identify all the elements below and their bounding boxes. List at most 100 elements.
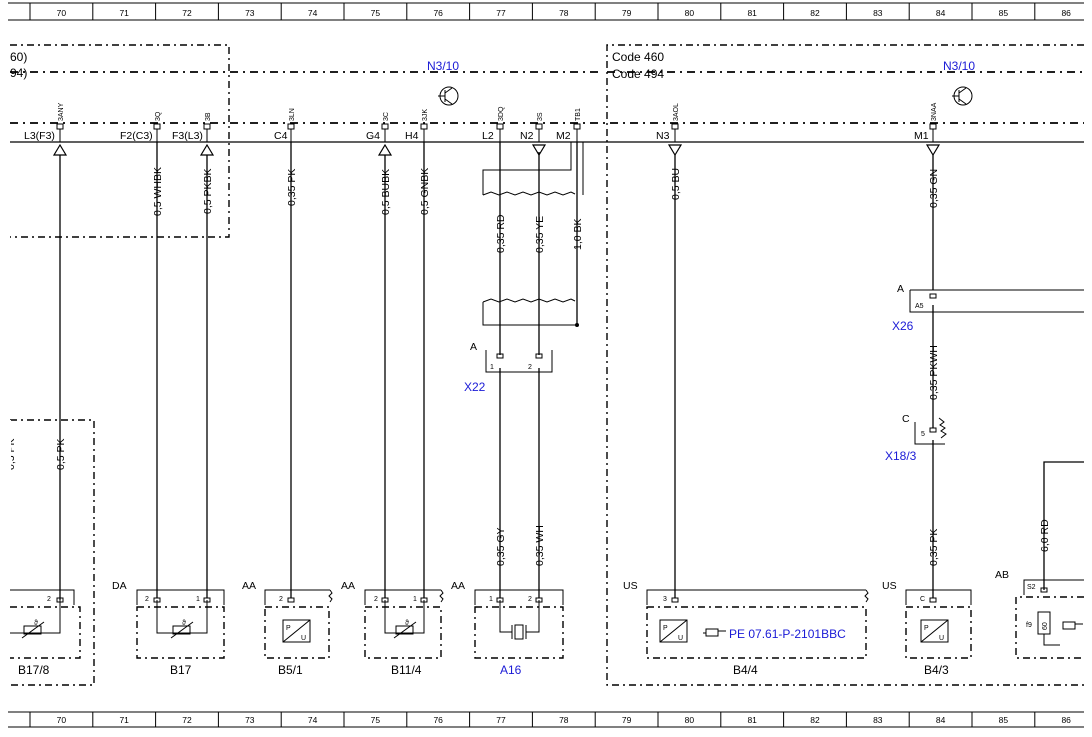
pin-socket: [287, 123, 295, 130]
component-b11-4[interactable]: AA 2 1 ϑ B11/4: [341, 580, 444, 677]
svg-text:ϑ: ϑ: [405, 620, 409, 627]
component-ab[interactable]: AB S2 60 f9: [995, 569, 1084, 659]
pin-3jk[interactable]: 3JK H4: [405, 109, 429, 142]
x18-3-label[interactable]: X18/3: [885, 449, 917, 463]
ruler-column-label: 85: [999, 8, 1009, 18]
component-label[interactable]: B17/8: [18, 663, 50, 677]
svg-text:60: 60: [1042, 622, 1049, 630]
ruler-column-label: 79: [622, 8, 632, 18]
pin-socket: [496, 123, 504, 130]
ruler-column-label: 74: [308, 715, 318, 725]
reference-link[interactable]: PE 07.61-P-2101BBC: [729, 627, 846, 641]
connector-x26[interactable]: A A5 X26: [892, 283, 1084, 333]
ruler-column-label: 80: [685, 715, 695, 725]
svg-text:A: A: [470, 341, 477, 353]
shielded-cable: [482, 142, 584, 327]
svg-text:2: 2: [528, 596, 532, 603]
knock-sensor-icon: [511, 624, 527, 640]
pin-label: M1: [914, 130, 929, 142]
pin-label: N2: [520, 130, 534, 142]
right-module-label[interactable]: N3/10: [943, 59, 975, 73]
pin-socket: [56, 123, 64, 130]
svg-text:A5: A5: [915, 303, 924, 310]
transistor-icon: [438, 86, 459, 106]
arrow-icons: [52, 143, 941, 157]
ruler-column-label: 73: [245, 715, 255, 725]
component-label[interactable]: A16: [500, 663, 522, 677]
component-a16[interactable]: AA 1 2 A16: [451, 580, 564, 677]
wire-label: 0,35 YE: [534, 216, 546, 253]
component-label[interactable]: B5/1: [278, 663, 303, 677]
wire-labels: 0,5 PK 0,5 WHBK 0,5 PKBK 0,35 PK 0,5 BUB…: [55, 167, 1051, 566]
left-module-label[interactable]: N3/10: [427, 59, 459, 73]
svg-text:1: 1: [196, 596, 200, 603]
pointing-hand-icon: [1062, 621, 1083, 630]
pin-label: H4: [405, 130, 419, 142]
pin-socket: [573, 123, 581, 130]
pin-id: 3DQ: [498, 106, 505, 121]
connector-x18-3[interactable]: C 5 X18/3: [885, 413, 947, 463]
wires: [59, 142, 1084, 600]
x26-label[interactable]: X26: [892, 319, 914, 333]
svg-text:AA: AA: [341, 580, 355, 592]
component-label[interactable]: B4/3: [924, 663, 949, 677]
wire-label: 0,5 PKBK: [202, 168, 214, 214]
pin-socket: [203, 123, 211, 130]
transistor-icon-right: [952, 86, 973, 106]
ruler-column-label: 72: [182, 715, 192, 725]
ruler-column-label: 72: [182, 8, 192, 18]
svg-text:1: 1: [413, 596, 417, 603]
component-b4-4[interactable]: US 3 P U PE 07.61-P-2101BBC B4/4: [623, 580, 869, 677]
component-label[interactable]: B17: [170, 663, 192, 677]
component-b17-8[interactable]: 2 ϑ B17/8: [10, 589, 81, 677]
connector-x22[interactable]: A 1 2 X22: [464, 341, 553, 394]
ruler-column-label: 84: [936, 715, 946, 725]
ruler-column-label: 82: [810, 8, 820, 18]
ruler-column-label: 78: [559, 8, 569, 18]
pointing-hand-icon: [703, 628, 726, 637]
ruler-column-label: 74: [308, 8, 318, 18]
right-module-boundary: Code 460 Code 494 N3/10: [606, 44, 1084, 686]
ruler-column-label: 80: [685, 8, 695, 18]
component-label[interactable]: B11/4: [391, 663, 422, 677]
pin-id: 3JK: [422, 109, 429, 121]
component-label[interactable]: B4/4: [733, 663, 758, 677]
component-b4-3[interactable]: US C P U B4/3: [882, 580, 972, 677]
svg-text:A: A: [897, 283, 904, 295]
x22-label[interactable]: X22: [464, 380, 486, 394]
ruler-column-label: 82: [810, 715, 820, 725]
component-b5-1[interactable]: AA 2 P U B5/1: [242, 580, 333, 677]
wire-label: 0,35 WH: [534, 525, 546, 566]
ruler-column-label: 76: [433, 8, 443, 18]
svg-text:C: C: [902, 413, 910, 425]
svg-text:2: 2: [279, 596, 283, 603]
pin-label: G4: [366, 130, 380, 142]
component-b17[interactable]: DA 2 1 ϑ B17: [112, 580, 225, 677]
pin-socket: [929, 123, 937, 130]
pressure-sensor-icon: P U: [659, 619, 688, 643]
wire-label: 0,5 BU: [670, 168, 682, 200]
ruler-column-label: 71: [119, 8, 129, 18]
wire-label: 0,35 PKWH: [928, 345, 940, 400]
pin-id: TB1: [575, 108, 582, 121]
ruler-column-label: 85: [999, 715, 1009, 725]
svg-text:ϑ: ϑ: [182, 620, 186, 627]
wire-label: 1,0 BK: [572, 218, 584, 250]
wire-label: 0,5 WHBK: [152, 167, 164, 216]
ruler-column-label: 73: [245, 8, 255, 18]
pin-socket: [420, 123, 428, 130]
ruler-column-label: 76: [433, 715, 443, 725]
